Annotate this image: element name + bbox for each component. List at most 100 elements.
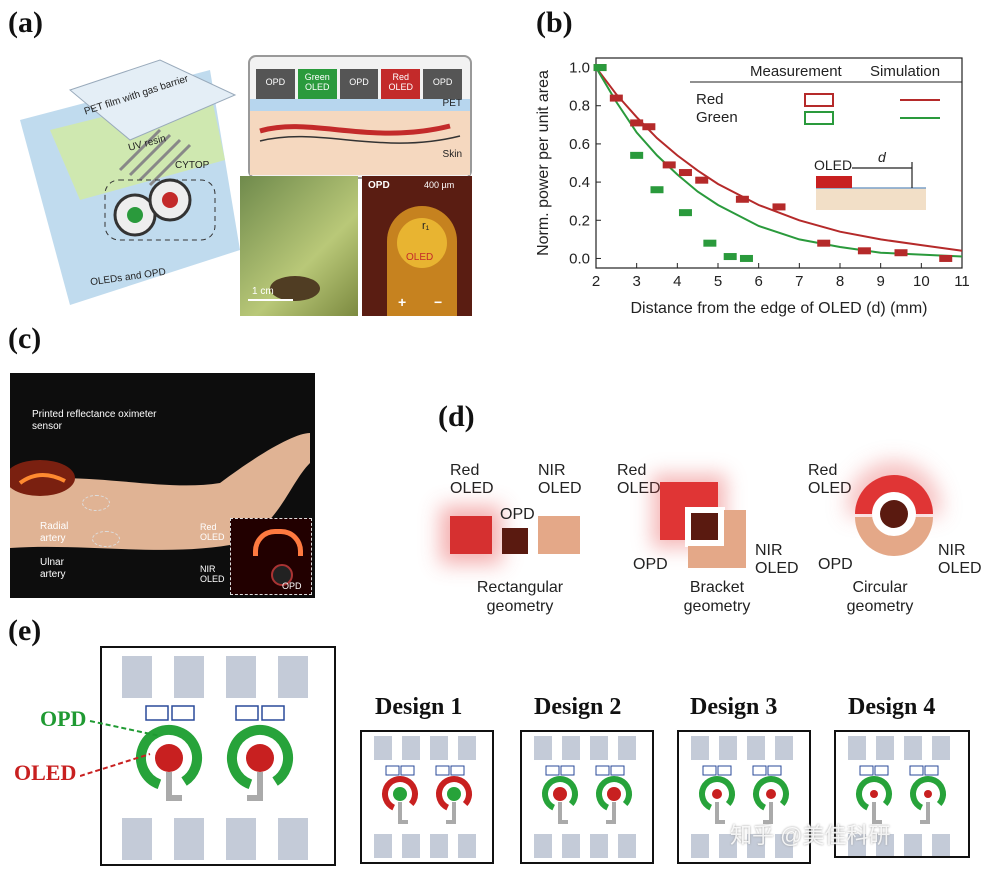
- x-tick-label: 5: [714, 273, 722, 290]
- design-2-drawing: [534, 736, 636, 858]
- panel-c-photo: Printed reflectance oximeter sensor Radi…: [10, 373, 315, 598]
- cross-green-oled: Green OLED: [297, 69, 337, 99]
- geometry-bracket: Red OLED OPD NIR OLED Bracket geometry: [605, 460, 799, 620]
- micrograph-oled-label: OLED: [406, 252, 434, 263]
- skin-vessels: [259, 123, 461, 144]
- data-point-red: [630, 119, 644, 127]
- data-point-red: [642, 123, 656, 131]
- sensor-inset: [230, 518, 312, 595]
- design-overview-drawing: [122, 656, 308, 860]
- circular-red-oled-label: Red OLED: [808, 462, 852, 498]
- scale-400um-label: 400 µm: [424, 180, 455, 190]
- panel-label-c: (c): [8, 322, 42, 355]
- design-4-frame: [834, 730, 970, 858]
- bracket-nir-oled-label: NIR OLED: [755, 542, 799, 578]
- panel-a-device-illustration: PET film with gas barrier UV resin CYTOP…: [10, 50, 245, 310]
- data-point-red: [817, 239, 831, 247]
- design-4-drawing: [848, 736, 950, 856]
- design-2-title: Design 2: [534, 694, 622, 720]
- y-tick-label: 1.0: [569, 60, 590, 77]
- design-3-drawing: [691, 736, 793, 858]
- data-point-red: [857, 247, 871, 255]
- pet-layer-label: PET: [442, 98, 462, 109]
- x-tick-label: 3: [632, 273, 640, 290]
- design-1-drawing: [374, 736, 476, 858]
- data-point-green: [739, 254, 753, 262]
- data-point-red: [678, 169, 692, 177]
- inset-nir-oled-label: NIR OLED: [200, 564, 225, 584]
- circular-opd-shape: [880, 500, 908, 528]
- data-point-red: [695, 176, 709, 184]
- design-2-frame: [520, 730, 654, 864]
- legend-header-measurement: Measurement: [750, 63, 843, 80]
- micrograph-opd-label: OPD: [368, 180, 390, 191]
- watermark: 知乎 @美佳科研: [730, 823, 891, 848]
- inset-substrate: [816, 188, 926, 210]
- design-oled-label: OLED: [14, 760, 77, 785]
- rect-nir-oled-label: NIR OLED: [538, 462, 582, 498]
- design-1-frame: [360, 730, 494, 864]
- x-tick-label: 2: [592, 273, 600, 290]
- cross-opd-1: OPD: [256, 69, 295, 99]
- design-overview-frame: [100, 646, 336, 866]
- panel-label-d: (d): [438, 400, 475, 433]
- inset-red-oled-label: Red OLED: [200, 522, 225, 542]
- cytop-label: CYTOP: [175, 160, 210, 171]
- geometry-rectangular: Red OLED NIR OLED OPD Rectangular geomet…: [430, 460, 600, 620]
- x-tick-label: 9: [876, 273, 884, 290]
- ulnar-artery-label: Ulnar artery: [40, 557, 66, 580]
- circular-nir-oled-label: NIR OLED: [938, 542, 982, 578]
- design-pointer-arrows: [80, 720, 161, 777]
- scale-1cm-label: 1 cm: [252, 286, 274, 297]
- design-1-title: Design 1: [375, 694, 463, 720]
- bracket-opd-label: OPD: [633, 556, 668, 573]
- panel-a-photo: 1 cm: [240, 176, 358, 316]
- simulation-curve-red: [595, 66, 963, 252]
- inset-opd-label: OPD: [282, 581, 302, 591]
- rect-opd-label: OPD: [500, 506, 535, 523]
- cross-opd-3: OPD: [423, 69, 462, 99]
- x-axis-label: Distance from the edge of OLED (d) (mm): [631, 300, 928, 317]
- x-tick-label: 4: [673, 273, 681, 290]
- circular-opd-label: OPD: [818, 556, 853, 573]
- plus-label: +: [398, 294, 407, 310]
- y-tick-label: 0.2: [569, 212, 590, 229]
- radial-marker: [82, 495, 110, 511]
- x-tick-label: 11: [954, 273, 970, 290]
- sensor-label: Printed reflectance oximeter sensor: [32, 409, 157, 432]
- legend-entry-red: Red: [696, 91, 724, 108]
- plot-frame: [595, 57, 963, 269]
- legend-header-simulation: Simulation: [870, 63, 940, 80]
- inset-d-label: d: [878, 149, 887, 165]
- inset-oled-block: [816, 176, 852, 188]
- geometry-circular: Red OLED OPD NIR OLED Circular geometry: [800, 460, 982, 620]
- data-point-red: [662, 161, 676, 169]
- design-4-title: Design 4: [848, 694, 936, 720]
- ulnar-marker: [92, 531, 120, 547]
- bracket-red-oled-label: Red OLED: [617, 462, 661, 498]
- minus-label: −: [434, 294, 443, 310]
- bracket-opd-shape: [691, 513, 718, 540]
- circular-caption: Circular geometry: [846, 579, 914, 616]
- panel-label-e: (e): [8, 614, 42, 647]
- panel-label-b: (b): [536, 6, 573, 39]
- rect-caption: Rectangular geometry: [476, 579, 564, 616]
- rect-opd-shape: [502, 528, 528, 554]
- cross-opd-2: OPD: [339, 69, 379, 99]
- data-point-green: [650, 186, 664, 194]
- design-3-frame: [677, 730, 811, 864]
- inset-oled-label: OLED: [814, 157, 852, 173]
- y-tick-label: 0.0: [569, 250, 590, 267]
- y-axis-label: Norm. power per unit area: [535, 70, 552, 256]
- rect-nir-oled-shape: [538, 516, 580, 554]
- data-point-green: [723, 253, 737, 261]
- panel-a-cross-section: OPD Green OLED OPD Red OLED OPD PET Skin: [248, 55, 472, 179]
- data-point-red: [609, 94, 623, 102]
- y-tick-label: 0.6: [569, 136, 590, 153]
- legend-marker-red: [804, 93, 834, 107]
- data-point-red: [894, 249, 908, 257]
- design-3-title: Design 3: [690, 694, 778, 720]
- rect-red-oled-shape: [450, 516, 492, 554]
- x-tick-label: 6: [754, 273, 762, 290]
